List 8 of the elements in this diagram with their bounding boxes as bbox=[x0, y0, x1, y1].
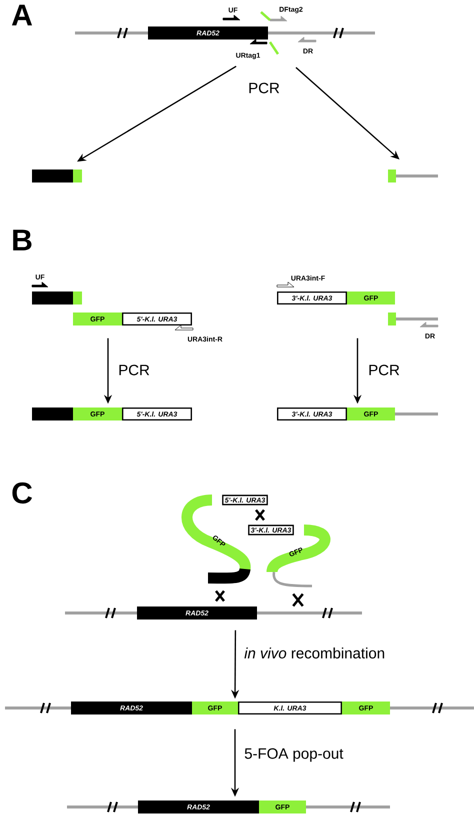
edge-label: PCR bbox=[369, 364, 400, 376]
step-label: PCR bbox=[249, 82, 280, 94]
edge-label: 5-FOA pop-out bbox=[244, 748, 344, 762]
panel-letter: A bbox=[12, 4, 32, 26]
edge-label: in vivo recombination bbox=[244, 648, 384, 658]
edge-label: PCR bbox=[119, 364, 150, 376]
panel-letter: C bbox=[12, 482, 32, 504]
panel-letter: B bbox=[13, 230, 32, 250]
